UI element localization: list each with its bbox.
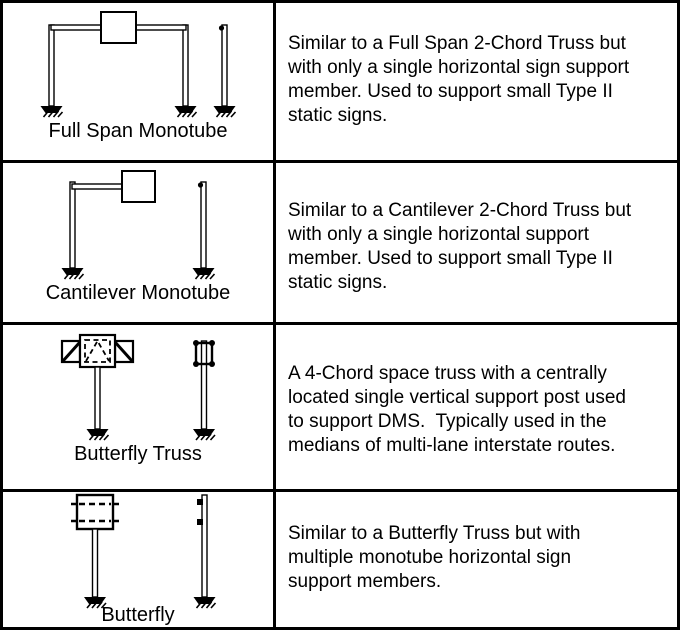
monotube-end-icon <box>197 499 203 505</box>
sign-bracket-icon <box>218 25 225 31</box>
foundation-symbol <box>60 266 85 280</box>
sign-panel <box>75 493 115 531</box>
monotube-end-stubs <box>71 502 119 523</box>
diagram-cell: Full Span Monotube <box>3 3 276 160</box>
vertical-post <box>91 528 99 598</box>
vertical-post <box>94 366 101 431</box>
foundation-symbol <box>173 105 198 118</box>
diagram-cell: Butterfly Truss <box>3 325 276 489</box>
table-row: Butterfly Truss A 4-Chord space truss wi… <box>3 325 677 492</box>
butterfly-diagram <box>71 493 217 609</box>
foundation-symbol <box>212 105 237 118</box>
chord-node <box>209 361 215 368</box>
sign-panel <box>121 169 156 203</box>
left-wing-brace <box>61 341 82 363</box>
foundation-symbol <box>85 428 110 442</box>
vertical-post <box>69 180 76 269</box>
diagram-caption: Butterfly <box>101 604 175 626</box>
chord-node <box>193 340 199 347</box>
description-text: A 4-Chord space truss with a centrally l… <box>288 363 626 457</box>
table-row: Cantilever Monotube Similar to a Cantile… <box>3 162 677 326</box>
left-post <box>48 24 55 107</box>
side-view-post <box>201 494 208 598</box>
chord-node <box>193 361 199 368</box>
table-row: Butterfly Similar to a Butterfly Truss b… <box>3 492 677 627</box>
cantilever-arm <box>71 182 126 190</box>
cantilever-monotube-diagram <box>60 169 216 280</box>
side-view-truss-frame <box>194 342 214 366</box>
full-span-monotube-diagram <box>39 11 237 118</box>
butterfly-truss-diagram <box>60 334 216 442</box>
foundation-symbol <box>192 596 217 609</box>
sign-panel <box>100 11 137 44</box>
monotube-end-icon <box>197 519 203 525</box>
truss-hidden-chords <box>84 339 111 364</box>
foundation-symbol <box>39 105 64 118</box>
chord-node <box>209 340 215 347</box>
diagram-cell: Butterfly <box>3 492 276 627</box>
foundation-symbol <box>191 266 216 280</box>
right-post <box>182 24 189 107</box>
sign-bracket-icon <box>197 182 204 188</box>
foundation-symbol <box>192 428 216 442</box>
side-view-post <box>200 180 207 269</box>
diagram-caption: Cantilever Monotube <box>45 281 231 304</box>
diagram-caption: Butterfly Truss <box>74 443 202 466</box>
table-row: Full Span Monotube Similar to a Full Spa… <box>3 3 677 163</box>
description-text: Similar to a Full Span 2-Chord Truss but… <box>288 33 630 126</box>
side-view-post <box>200 340 208 431</box>
description-text: Similar to a Cantilever 2-Chord Truss bu… <box>288 199 632 293</box>
side-view-post <box>221 24 228 107</box>
description-text: Similar to a Butterfly Truss but with mu… <box>288 523 581 592</box>
diagram-cell: Cantilever Monotube <box>3 162 276 323</box>
diagram-caption: Full Span Monotube <box>48 120 228 142</box>
truss-hidden-diagonals <box>85 339 110 362</box>
right-wing-brace <box>113 341 134 363</box>
